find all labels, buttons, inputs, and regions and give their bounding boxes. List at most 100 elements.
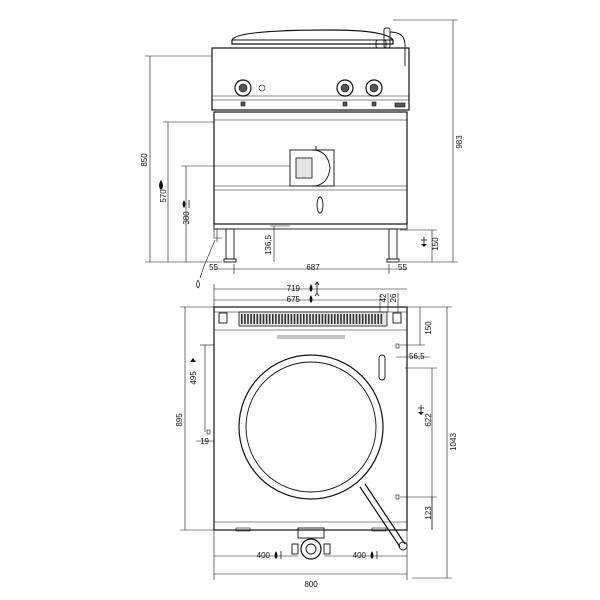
- grille-slot: [365, 314, 367, 324]
- dim-width-687: 687: [306, 263, 320, 272]
- dim-offset-565: 56,5: [409, 352, 425, 361]
- grille-slot: [352, 314, 355, 324]
- grille-slot: [355, 314, 358, 324]
- kettle-inner-rim: [245, 361, 377, 493]
- grille-slot: [268, 314, 271, 324]
- grille-slot: [315, 314, 317, 324]
- grille-slot: [306, 314, 308, 324]
- grille-slot: [380, 314, 383, 324]
- grille-slot: [284, 314, 286, 324]
- grille-slot: [374, 314, 376, 324]
- dim-gas-400-left: 400: [257, 551, 271, 560]
- top-outline: [213, 306, 408, 531]
- grille-slot: [278, 314, 280, 324]
- grille-slot: [321, 314, 324, 324]
- dim-width-675: 675: [287, 295, 301, 304]
- dim-depth-123: 123: [424, 506, 433, 520]
- grille-slot: [262, 314, 265, 324]
- grille-slot: [312, 314, 314, 324]
- grille-slot: [330, 314, 333, 324]
- leg-front-left: [225, 228, 235, 260]
- grille-slot: [272, 314, 274, 324]
- grille-slot: [265, 314, 268, 324]
- drain-tap-top: [297, 527, 325, 539]
- dim-offset-19: 19: [200, 437, 209, 446]
- dim-height-570: 570: [159, 189, 168, 203]
- grille-slot: [293, 314, 296, 324]
- grille-slot: [281, 314, 283, 324]
- grille-slot: [377, 314, 379, 324]
- grille-slot: [244, 314, 246, 324]
- tap-handle: [383, 27, 391, 49]
- water-tap-pipe: [389, 31, 406, 66]
- top-view: 719 675 42 26 895 495 19: [175, 281, 458, 589]
- dim-gas-400-right: 400: [353, 551, 367, 560]
- control-knob-right: [365, 79, 383, 97]
- front-view: 850 983 570 380 136,5 150: [140, 19, 464, 289]
- grille-slot: [361, 314, 364, 324]
- grille-slot: [259, 314, 262, 324]
- water-tap-top: [378, 354, 386, 381]
- grille-slot: [368, 314, 370, 324]
- dim-depth-622: 622: [424, 413, 433, 427]
- water-drop-up-icon: [309, 281, 320, 293]
- dim-height-150: 150: [431, 237, 440, 251]
- dim-height-850: 850: [140, 153, 149, 167]
- control-panel: [211, 47, 410, 111]
- dim-depth-26: 26: [389, 293, 398, 302]
- dim-height-983: 983: [455, 135, 464, 149]
- grille-slot: [343, 314, 345, 324]
- grille-slot: [346, 314, 348, 324]
- dim-width-55-left: 55: [209, 263, 218, 272]
- dim-depth-895: 895: [175, 413, 184, 427]
- drain-arrow-icon: [421, 237, 427, 247]
- dim-height-380: 380: [182, 211, 191, 225]
- grille-slot: [340, 314, 342, 324]
- grille-slot: [324, 314, 327, 324]
- dim-width-719: 719: [287, 284, 301, 293]
- grille-slot: [337, 314, 339, 324]
- kettle-outer-rim: [238, 354, 384, 500]
- grille-slot: [358, 314, 361, 324]
- grille-slot: [275, 314, 277, 324]
- flame-icon: [190, 358, 196, 362]
- dim-width-55-right: 55: [398, 263, 407, 272]
- drain-outlet: [316, 196, 324, 214]
- leg-front-right: [388, 228, 398, 260]
- grille-slot: [334, 314, 336, 324]
- grille-slot: [299, 314, 302, 324]
- grille-slot: [371, 314, 373, 324]
- grille-slot: [327, 314, 330, 324]
- grille-slot: [303, 314, 305, 324]
- grille-slot: [287, 314, 290, 324]
- flame-icon: [159, 180, 163, 190]
- dim-depth-1043: 1043: [449, 433, 458, 451]
- grille-slot: [309, 314, 311, 324]
- kettle-lid: [231, 29, 394, 45]
- flue-grille-slots: [241, 314, 383, 324]
- water-drop-down-icon: [182, 200, 190, 208]
- control-knob-middle: [336, 79, 354, 97]
- grille-slot: [250, 314, 252, 324]
- grille-slot: [256, 314, 259, 324]
- control-knob-left: [234, 79, 252, 97]
- dim-depth-42: 42: [379, 293, 388, 302]
- flame-icon: [196, 279, 200, 289]
- dim-height-1365: 136,5: [264, 234, 273, 255]
- grille-slot: [247, 314, 249, 324]
- water-drop-down-icon: [370, 551, 378, 559]
- grille-slot: [290, 314, 293, 324]
- dim-depth-495: 495: [189, 371, 198, 385]
- dim-width-800: 800: [304, 580, 318, 589]
- grille-slot: [241, 314, 243, 324]
- dim-depth-150: 150: [424, 321, 433, 335]
- grille-slot: [296, 314, 299, 324]
- flame-icon: [309, 292, 320, 303]
- drain-arrow-icon: [418, 405, 424, 415]
- grille-slot: [253, 314, 255, 324]
- water-drop-down-icon: [274, 551, 282, 559]
- indicator-light: [258, 84, 266, 92]
- grille-slot: [318, 314, 321, 324]
- grille-slot: [349, 314, 352, 324]
